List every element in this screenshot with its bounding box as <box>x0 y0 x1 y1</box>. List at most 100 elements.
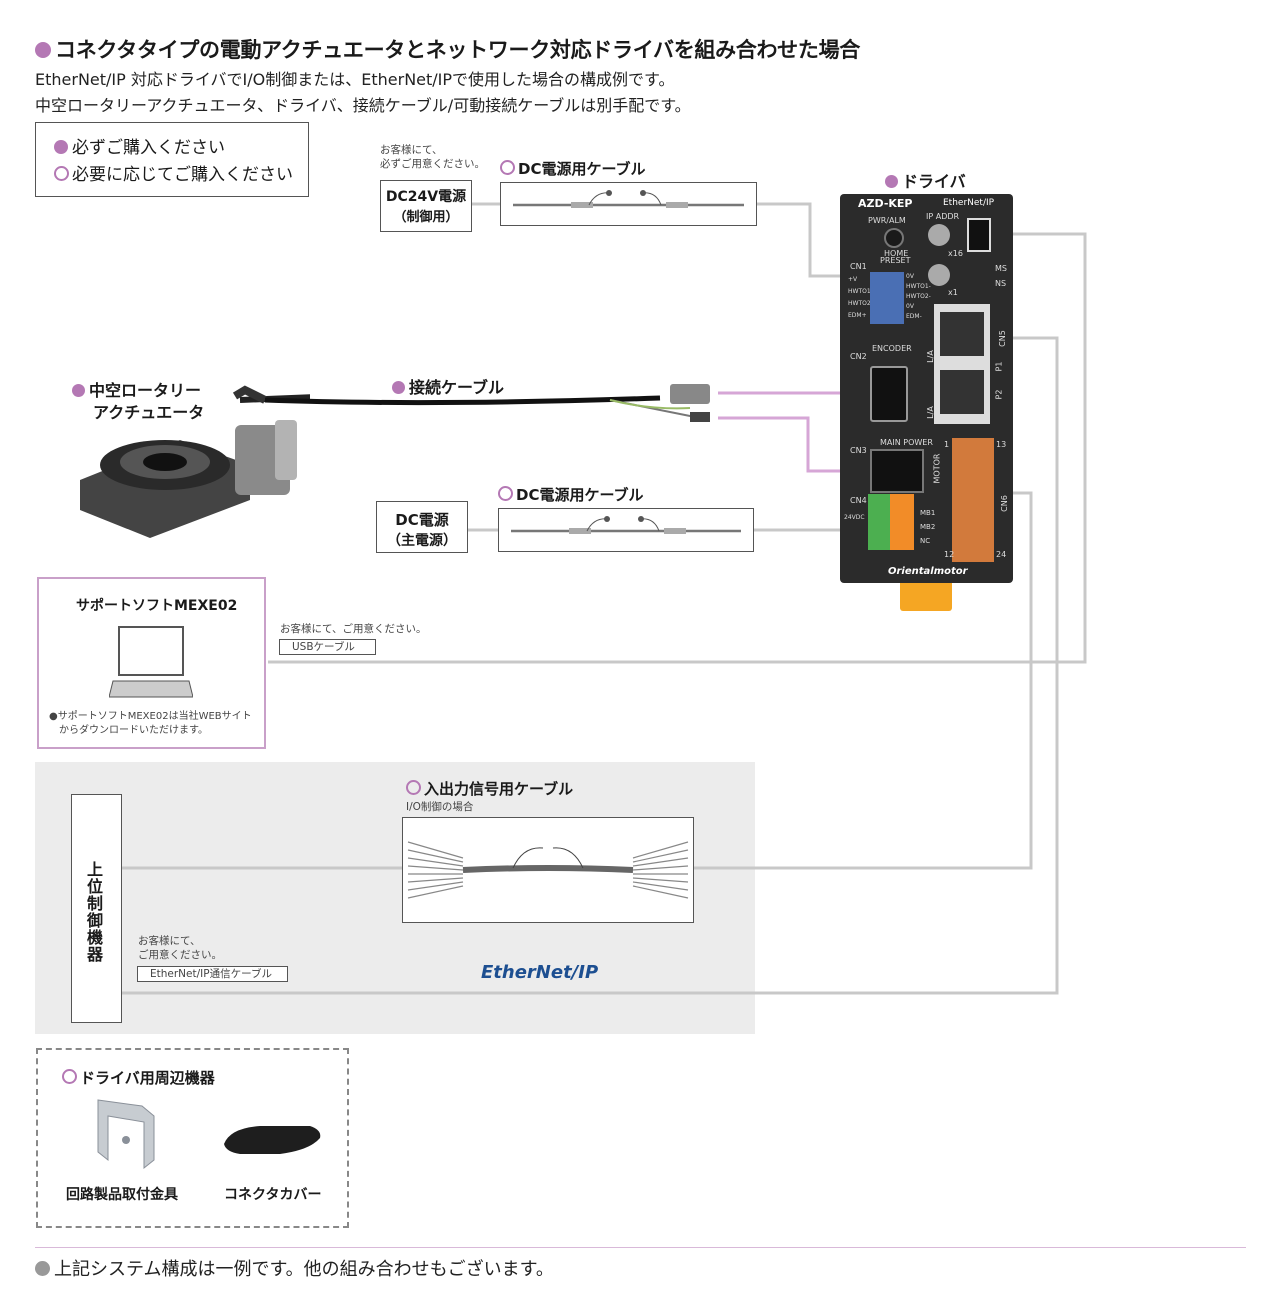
optional-ring-icon <box>500 160 515 175</box>
driver-model: AZD-KEP <box>858 197 913 210</box>
legend-optional: 必要に応じてご購入ください <box>54 160 293 185</box>
support-note-line-1: ●サポートソフトMEXE02は当社WEBサイト <box>49 711 252 722</box>
cn1-pin: HWTO2- <box>906 293 931 300</box>
cn1-pin: EDM- <box>906 313 922 320</box>
driver-pwr: PWR/ALM <box>868 216 906 225</box>
footer-text: 上記システム構成は一例です。他の組み合わせもございます。 <box>54 1259 554 1280</box>
actuator-label-line-1: 中空ロータリー <box>89 381 202 400</box>
peripheral-item-bracket: 回路製品取付金具 <box>66 1187 178 1203</box>
driver-voltage: 24VDC <box>844 514 865 521</box>
driver-home: HOME <box>884 249 909 258</box>
driver-io-24: 24 <box>996 550 1007 559</box>
ip-switch-x1[interactable] <box>928 264 950 286</box>
cn1-pin: HWTO2 <box>848 300 871 307</box>
footer-dot-icon <box>35 1261 50 1276</box>
driver-p1: P1 <box>994 361 1004 372</box>
cn4-connector[interactable] <box>868 494 914 550</box>
required-dot-icon <box>392 381 405 394</box>
line-cable-to-cn1 <box>755 202 862 278</box>
ethernet-ip-logo: EtherNet/IP <box>481 962 599 983</box>
driver-cn3: CN3 <box>850 446 867 455</box>
dc-cable-icon <box>511 516 741 534</box>
driver-la-2: L/A <box>925 406 935 419</box>
cn1-pin: 0V <box>906 303 914 310</box>
cn1-pins-right: 0V HWTO1- HWTO2- 0V EDM- <box>906 272 931 324</box>
dc24-cable-label: DC電源用ケーブル <box>500 158 646 179</box>
mounting-bracket-icon <box>97 1099 155 1170</box>
cn4-pin: MB1 <box>920 509 936 517</box>
driver-io-1: 1 <box>944 440 950 449</box>
usb-port[interactable] <box>967 218 991 252</box>
optional-ring-icon <box>498 486 513 501</box>
footer-divider <box>35 1247 1246 1248</box>
driver-brand: Orientalmotor <box>888 566 968 577</box>
driver-ms: MS <box>995 264 1007 273</box>
driver-ipaddr: IP ADDR <box>926 212 960 221</box>
cn1-pin: +V <box>848 276 858 283</box>
driver-label: ドライバ <box>885 168 966 192</box>
optional-ring-icon <box>54 166 69 181</box>
dc24-note-line-1: お客様にて、 <box>380 144 443 156</box>
subtitle-line-2: 中空ロータリーアクチュエータ、ドライバ、接続ケーブル/可動接続ケーブルは別手配で… <box>35 96 691 115</box>
driver-cn6: CN6 <box>999 495 1009 512</box>
cn1-pins-left: +V HWTO1 HWTO2 EDM+ <box>848 274 871 322</box>
driver-x1: x1 <box>948 288 958 297</box>
cn1-connector[interactable] <box>870 272 904 324</box>
io-cable-text: 入出力信号用ケーブル <box>424 780 574 798</box>
optional-ring-icon <box>62 1069 77 1084</box>
driver-io-12: 12 <box>944 550 955 559</box>
host-label: 上位制御機器 <box>87 860 104 964</box>
ip-switch-x16[interactable] <box>928 224 950 246</box>
ethernet-port-p2[interactable] <box>940 370 984 414</box>
home-preset-button[interactable] <box>884 228 904 248</box>
peripherals-label: ドライバ用周辺機器 <box>62 1067 215 1088</box>
ethernet-note: お客様にて、 ご用意ください。 <box>138 934 222 962</box>
connection-cable-text: 接続ケーブル <box>409 378 505 397</box>
driver-network: EtherNet/IP <box>943 198 995 208</box>
dc-main-label: DC電源 <box>395 511 449 529</box>
connector-cover-icon <box>224 1126 321 1154</box>
driver-preset: PRESET <box>880 256 911 265</box>
cn4-pin: NC <box>920 537 931 545</box>
driver-io-13: 13 <box>996 440 1007 449</box>
driver-label-text: ドライバ <box>902 172 966 191</box>
support-software-note: ●サポートソフトMEXE02は当社WEBサイト からダウンロードいただけます。 <box>49 710 252 737</box>
required-dot-icon <box>885 175 898 188</box>
cn4-lever[interactable] <box>890 494 914 550</box>
connection-cable-icon <box>232 384 710 422</box>
required-dot-icon <box>54 140 68 154</box>
encoder-connector[interactable] <box>870 366 908 422</box>
driver-x16: x16 <box>948 249 963 258</box>
io-cable-frame <box>402 817 694 923</box>
driver-cn5: CN5 <box>997 330 1007 347</box>
page-title-text: コネクタタイプの電動アクチュエータとネットワーク対応ドライバを組み合わせた場合 <box>55 38 860 62</box>
din-rail-clip <box>900 583 952 611</box>
support-note-line-2: からダウンロードいただけます。 <box>59 724 208 736</box>
ethernet-cable-label: EtherNet/IP通信ケーブル <box>137 966 288 982</box>
driver-mainpower: MAIN POWER <box>880 438 933 447</box>
dc24-cable-text: DC電源用ケーブル <box>518 160 646 178</box>
dc24-label: DC24V電源 <box>385 189 467 205</box>
motor-connector[interactable] <box>870 449 924 493</box>
line-usb <box>268 232 1087 664</box>
io-cable-note: I/O制御の場合 <box>406 801 474 813</box>
support-software-title: サポートソフトMEXE02 <box>76 598 238 614</box>
driver-cn1: CN1 <box>850 262 867 271</box>
peripherals-label-text: ドライバ用周辺機器 <box>80 1069 215 1087</box>
dc-cable-icon <box>513 190 744 208</box>
driver-unit: AZD-KEP EtherNet/IP PWR/ALM IP ADDR HOME… <box>840 194 1013 583</box>
host-controller: 上位制御機器 <box>71 794 122 1023</box>
usb-cable-note: お客様にて、ご用意ください。 <box>280 623 427 635</box>
legend-required-text: 必ずご購入ください <box>72 138 225 158</box>
dc-main-cable-frame <box>498 508 754 552</box>
subtitle-line-1: EtherNet/IP 対応ドライバでI/O制御または、EtherNet/IPで… <box>35 70 675 89</box>
ethernet-ports[interactable] <box>934 304 990 424</box>
ethernet-port-p1[interactable] <box>940 312 984 356</box>
cn4-pins: MB1 MB2 NC <box>920 506 935 548</box>
cn1-pin: 0V <box>906 273 914 280</box>
io-terminal-block[interactable] <box>952 438 994 562</box>
cn1-pin: EDM+ <box>848 312 867 319</box>
driver-ns: NS <box>995 279 1007 288</box>
io-cable-icon <box>407 841 689 899</box>
rotary-actuator-icon <box>80 394 310 538</box>
